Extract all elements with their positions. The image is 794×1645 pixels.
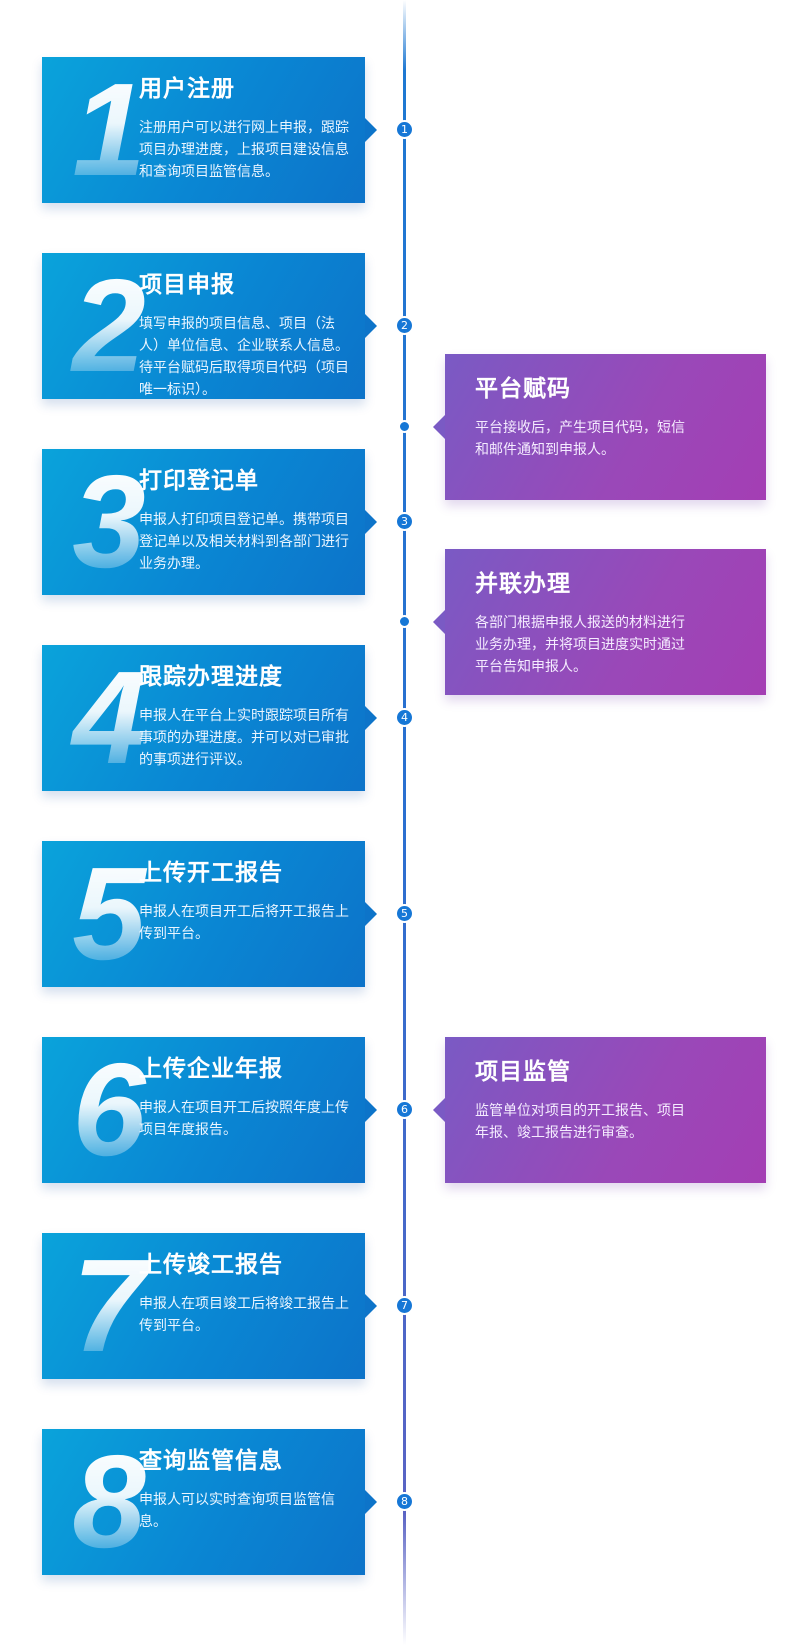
timeline-dot-platform-coding bbox=[398, 420, 411, 433]
side-description: 各部门根据申报人报送的材料进行业务办理，并将项目进度实时通过平台告知申报人。 bbox=[475, 615, 685, 675]
timeline-node-8: 8 bbox=[395, 1492, 414, 1511]
step-description: 申报人打印项目登记单。携带项目登记单以及相关材料到各部门进行业务办理。 bbox=[139, 512, 349, 572]
side-description: 监管单位对项目的开工报告、项目年报、竣工报告进行审查。 bbox=[475, 1103, 685, 1141]
step-number: 6 bbox=[54, 1044, 164, 1176]
step-number: 2 bbox=[54, 260, 164, 392]
timeline-node-4: 4 bbox=[395, 708, 414, 727]
step-card-8: 8 查询监管信息 申报人可以实时查询项目监管信息。 bbox=[42, 1429, 377, 1575]
step-number: 5 bbox=[54, 848, 164, 980]
step-card-4: 4 跟踪办理进度 申报人在平台上实时跟踪项目所有事项的办理进度。并可以对已审批的… bbox=[42, 645, 377, 791]
side-title: 项目监管 bbox=[475, 1059, 571, 1085]
timeline-node-7: 7 bbox=[395, 1296, 414, 1315]
step-title: 上传开工报告 bbox=[139, 860, 283, 886]
step-number: 1 bbox=[54, 64, 164, 196]
step-description: 注册用户可以进行网上申报，跟踪项目办理进度，上报项目建设信息和查询项目监管信息。 bbox=[139, 120, 349, 180]
step-number: 7 bbox=[54, 1240, 164, 1372]
step-card-3: 3 打印登记单 申报人打印项目登记单。携带项目登记单以及相关材料到各部门进行业务… bbox=[42, 449, 377, 595]
step-description: 申报人在项目竣工后将竣工报告上传到平台。 bbox=[139, 1296, 349, 1334]
step-number: 4 bbox=[54, 652, 164, 784]
side-title: 平台赋码 bbox=[475, 376, 571, 402]
step-description: 申报人在项目开工后将开工报告上传到平台。 bbox=[139, 904, 349, 942]
step-title: 上传企业年报 bbox=[139, 1056, 283, 1082]
side-title: 并联办理 bbox=[475, 571, 571, 597]
step-card-5: 5 上传开工报告 申报人在项目开工后将开工报告上传到平台。 bbox=[42, 841, 377, 987]
step-title: 上传竣工报告 bbox=[139, 1252, 283, 1278]
step-title: 用户注册 bbox=[139, 76, 235, 102]
step-card-6: 6 上传企业年报 申报人在项目开工后按照年度上传项目年度报告。 bbox=[42, 1037, 377, 1183]
timeline-node-5: 5 bbox=[395, 904, 414, 923]
timeline-node-1: 1 bbox=[395, 120, 414, 139]
step-description: 申报人在项目开工后按照年度上传项目年度报告。 bbox=[139, 1100, 349, 1138]
timeline-node-6: 6 bbox=[395, 1100, 414, 1119]
timeline-dot-parallel-processing bbox=[398, 615, 411, 628]
step-card-7: 7 上传竣工报告 申报人在项目竣工后将竣工报告上传到平台。 bbox=[42, 1233, 377, 1379]
step-title: 打印登记单 bbox=[139, 468, 259, 494]
side-card-project-supervision: 项目监管 监管单位对项目的开工报告、项目年报、竣工报告进行审查。 bbox=[433, 1037, 766, 1183]
timeline-node-3: 3 bbox=[395, 512, 414, 531]
step-title: 跟踪办理进度 bbox=[139, 664, 283, 690]
step-description: 填写申报的项目信息、项目（法人）单位信息、企业联系人信息。待平台赋码后取得项目代… bbox=[139, 316, 349, 398]
side-card-parallel-processing: 并联办理 各部门根据申报人报送的材料进行业务办理，并将项目进度实时通过平台告知申… bbox=[433, 549, 766, 695]
timeline-line bbox=[403, 0, 406, 1645]
step-title: 项目申报 bbox=[139, 272, 235, 298]
step-card-2: 2 项目申报 填写申报的项目信息、项目（法人）单位信息、企业联系人信息。待平台赋… bbox=[42, 253, 377, 399]
step-description: 申报人可以实时查询项目监管信息。 bbox=[139, 1492, 335, 1530]
step-card-1: 1 用户注册 注册用户可以进行网上申报，跟踪项目办理进度，上报项目建设信息和查询… bbox=[42, 57, 377, 203]
step-title: 查询监管信息 bbox=[139, 1448, 283, 1474]
side-description: 平台接收后，产生项目代码，短信和邮件通知到申报人。 bbox=[475, 420, 685, 458]
step-description: 申报人在平台上实时跟踪项目所有事项的办理进度。并可以对已审批的事项进行评议。 bbox=[139, 708, 349, 768]
step-number: 3 bbox=[54, 456, 164, 588]
side-card-platform-coding: 平台赋码 平台接收后，产生项目代码，短信和邮件通知到申报人。 bbox=[433, 354, 766, 500]
step-number: 8 bbox=[54, 1436, 164, 1568]
timeline-node-2: 2 bbox=[395, 316, 414, 335]
